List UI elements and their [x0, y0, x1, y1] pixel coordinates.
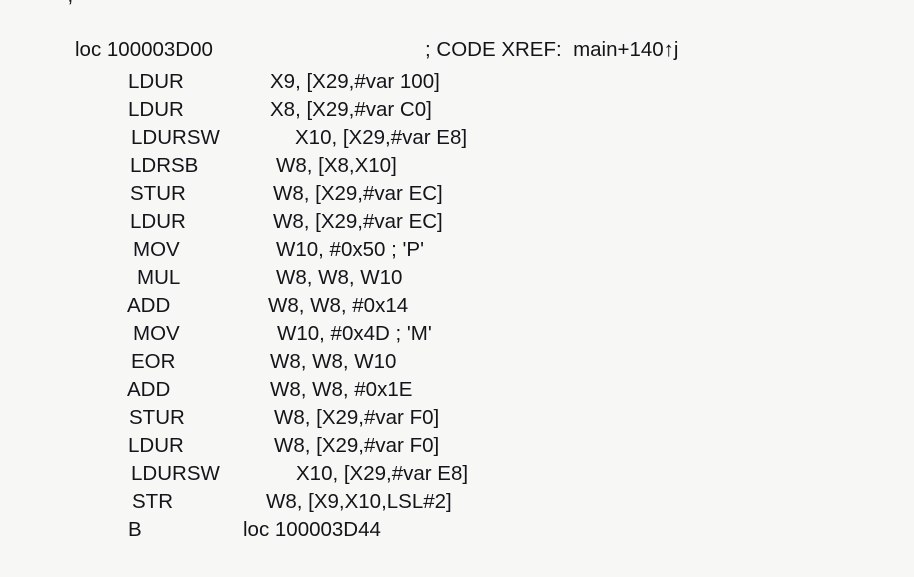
instruction-mnemonic[interactable]: LDUR	[128, 434, 184, 457]
instruction-mnemonic[interactable]: MOV	[133, 322, 180, 345]
clipped-edge-glyph: |	[0, 262, 1, 279]
instruction-operands[interactable]: W10, #0x4D ; 'M'	[277, 322, 432, 345]
instruction-mnemonic[interactable]: ADD	[127, 378, 171, 401]
instruction-operands[interactable]: X10, [X29,#var E8]	[296, 462, 469, 485]
stray-glyph: ’	[68, 0, 73, 19]
instruction-mnemonic[interactable]: LDRSB	[130, 154, 199, 177]
instruction-mnemonic[interactable]: LDUR	[130, 210, 186, 233]
instruction-mnemonic[interactable]: STR	[132, 490, 173, 513]
instruction-mnemonic[interactable]: STUR	[130, 182, 186, 205]
instruction-operands[interactable]: W8, [X29,#var F0]	[274, 406, 440, 429]
instruction-operands[interactable]: X8, [X29,#var C0]	[270, 98, 432, 121]
instruction-operands[interactable]: X9, [X29,#var 100]	[270, 70, 440, 93]
instruction-mnemonic[interactable]: ADD	[127, 294, 171, 317]
instruction-mnemonic[interactable]: LDUR	[128, 98, 184, 121]
instruction-operands[interactable]: W8, W8, #0x1E	[270, 378, 413, 401]
block-label[interactable]: loc 100003D00	[75, 38, 213, 61]
instruction-operands[interactable]: W8, W8, W10	[270, 350, 397, 373]
instruction-mnemonic[interactable]: LDURSW	[131, 462, 220, 485]
instruction-operands[interactable]: X10, [X29,#var E8]	[295, 126, 468, 149]
instruction-mnemonic[interactable]: EOR	[131, 350, 176, 373]
instruction-operands[interactable]: loc 100003D44	[243, 518, 381, 541]
instruction-mnemonic[interactable]: MUL	[137, 266, 181, 289]
instruction-operands[interactable]: W8, W8, W10	[276, 266, 403, 289]
instruction-operands[interactable]: W8, [X29,#var EC]	[273, 182, 443, 205]
instruction-operands[interactable]: W8, [X8,X10]	[276, 154, 397, 177]
instruction-mnemonic[interactable]: LDURSW	[131, 126, 220, 149]
instruction-operands[interactable]: W10, #0x50 ; 'P'	[276, 238, 424, 261]
instruction-operands[interactable]: W8, [X29,#var EC]	[273, 210, 443, 233]
instruction-mnemonic[interactable]: MOV	[133, 238, 180, 261]
instruction-operands[interactable]: W8, W8, #0x14	[268, 294, 409, 317]
xref-comment: ; CODE XREF: main+140↑j	[425, 38, 679, 61]
instruction-mnemonic[interactable]: B	[128, 518, 142, 541]
instruction-operands[interactable]: W8, [X29,#var F0]	[274, 434, 440, 457]
instruction-operands[interactable]: W8, [X9,X10,LSL#2]	[266, 490, 452, 513]
instruction-mnemonic[interactable]: LDUR	[128, 70, 184, 93]
clipped-edge-fragment: |	[0, 262, 1, 279]
instruction-mnemonic[interactable]: STUR	[129, 406, 185, 429]
